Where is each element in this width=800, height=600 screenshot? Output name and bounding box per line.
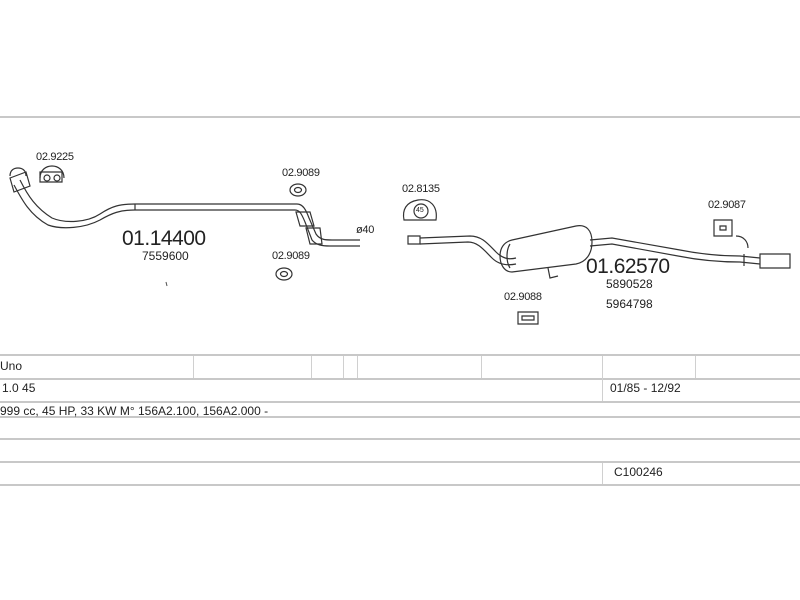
table-line-2	[0, 378, 800, 380]
code-cell: C100246	[614, 465, 663, 479]
hanger-lower-label: 02.9089	[272, 250, 310, 262]
table-divider-3	[343, 356, 344, 378]
clamp-front-shape	[9, 165, 65, 182]
hanger-upper-label: 02.9089	[282, 167, 320, 179]
hanger-center-label: 02.9088	[504, 291, 542, 303]
rear-silencer-oem-1: 5890528	[606, 277, 653, 291]
table-line-4	[0, 416, 800, 418]
spec-cell: 999 cc, 45 HP, 33 KW M° 156A2.100, 156A2…	[0, 404, 269, 418]
front-pipe-oem-number: 7559600	[142, 249, 189, 263]
rear-silencer-number: 01.62570	[586, 255, 670, 278]
table-divider-1	[193, 356, 194, 378]
table-divider-8	[602, 463, 603, 484]
table-divider-5	[481, 356, 482, 378]
front-pipe-number: 01.14400	[122, 227, 206, 250]
hanger-lower	[275, 267, 293, 281]
clamp-mid-label: 02.8135	[402, 183, 440, 195]
table-line-5	[0, 438, 800, 440]
clamp-mid-shape	[402, 199, 437, 221]
table-divider-7	[695, 356, 696, 378]
rear-pipe-and-silencer	[407, 225, 791, 279]
table-line-7	[0, 484, 800, 486]
clamp-front-label: 02.9225	[36, 151, 74, 163]
table-line-6	[0, 461, 800, 463]
table-line-3	[0, 401, 800, 403]
table-line-1	[0, 354, 800, 356]
years-cell: 01/85 - 12/92	[610, 381, 681, 395]
table-divider-6	[602, 356, 603, 401]
hanger-center-shape	[517, 311, 539, 325]
table-divider-4	[357, 356, 358, 378]
top-border-line	[0, 116, 800, 118]
rear-silencer-oem-2: 5964798	[606, 297, 653, 311]
dot-mark	[165, 281, 168, 287]
table-divider-2	[311, 356, 312, 378]
model-cell: Uno	[0, 359, 23, 373]
clamp-mid-size-label: 45	[416, 207, 424, 214]
hanger-rear-label: 02.9087	[708, 199, 746, 211]
hanger-upper	[289, 183, 307, 197]
front-pipe	[9, 171, 360, 247]
diameter-label: ø40	[356, 224, 375, 236]
hanger-rear-shape	[713, 219, 749, 249]
engine-cell: 1.0 45	[2, 381, 36, 395]
